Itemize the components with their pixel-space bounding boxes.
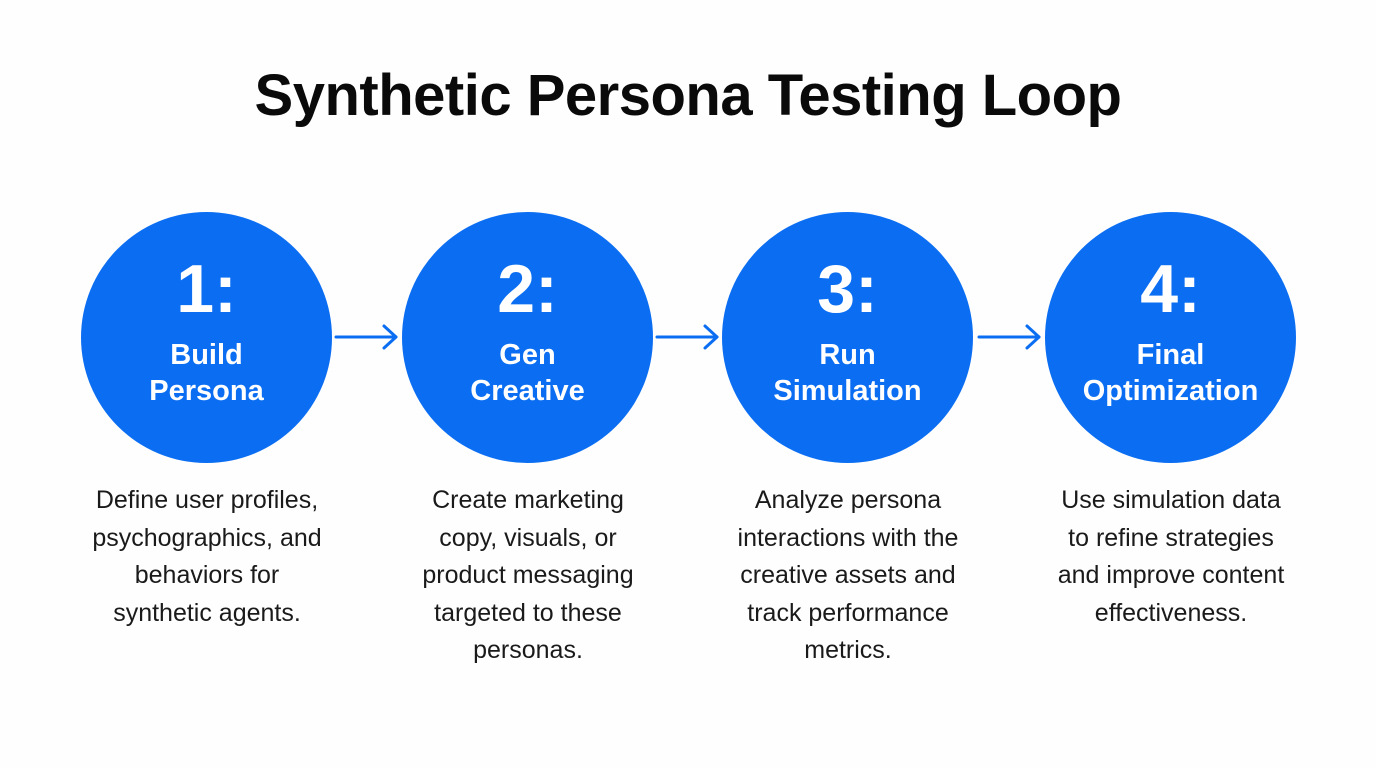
step-4-circle: 4: Final Optimization [1045, 212, 1296, 463]
step-2-number: 2: [497, 251, 558, 327]
diagram-title: Synthetic Persona Testing Loop [254, 63, 1122, 128]
step-1-label: Build Persona [149, 339, 264, 407]
step-1-number: 1: [176, 251, 237, 327]
arrow-right-icon [977, 324, 1041, 350]
step-3-number: 3: [817, 251, 878, 327]
step-3-label: Run Simulation [773, 339, 922, 407]
step-4-label: Final Optimization [1082, 339, 1259, 407]
step-3-circle: 3: Run Simulation [722, 212, 973, 463]
step-1-description: Define user profiles, psychographics, an… [92, 486, 322, 627]
step-2-circle: 2: Gen Creative [402, 212, 653, 463]
step-4-number: 4: [1140, 251, 1201, 327]
step-2-label: Gen Creative [470, 339, 585, 407]
step-4-description: Use simulation data to refine strategies… [1057, 486, 1285, 627]
step-2-description: Create marketing copy, visuals, or produ… [422, 486, 634, 664]
arrow-right-icon [655, 324, 719, 350]
arrow-right-icon [334, 324, 398, 350]
step-1-circle: 1: Build Persona [81, 212, 332, 463]
step-3-description: Analyze persona interactions with the cr… [737, 486, 959, 664]
